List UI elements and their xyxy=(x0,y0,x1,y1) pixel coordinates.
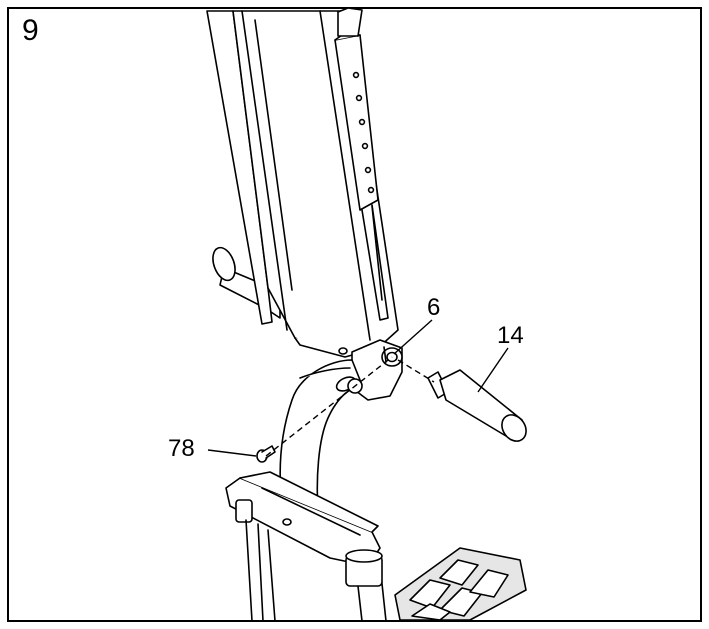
callout-part-78: 78 xyxy=(168,435,195,462)
callout-leader-lines xyxy=(207,319,509,457)
lower-base-assembly xyxy=(225,471,387,622)
part-78-bolt xyxy=(256,445,276,463)
callout-part-6: 6 xyxy=(427,294,441,321)
pivot-bracket xyxy=(351,339,403,401)
adjustment-tube xyxy=(334,7,389,321)
step-number: 9 xyxy=(22,14,39,47)
left-handle-grip xyxy=(212,246,281,319)
callout-part-14: 14 xyxy=(497,322,524,349)
part-14-handle-grip xyxy=(427,369,527,442)
diagram-frame xyxy=(7,7,702,622)
assembly-guide-lines xyxy=(265,356,435,457)
pedal xyxy=(394,547,527,621)
